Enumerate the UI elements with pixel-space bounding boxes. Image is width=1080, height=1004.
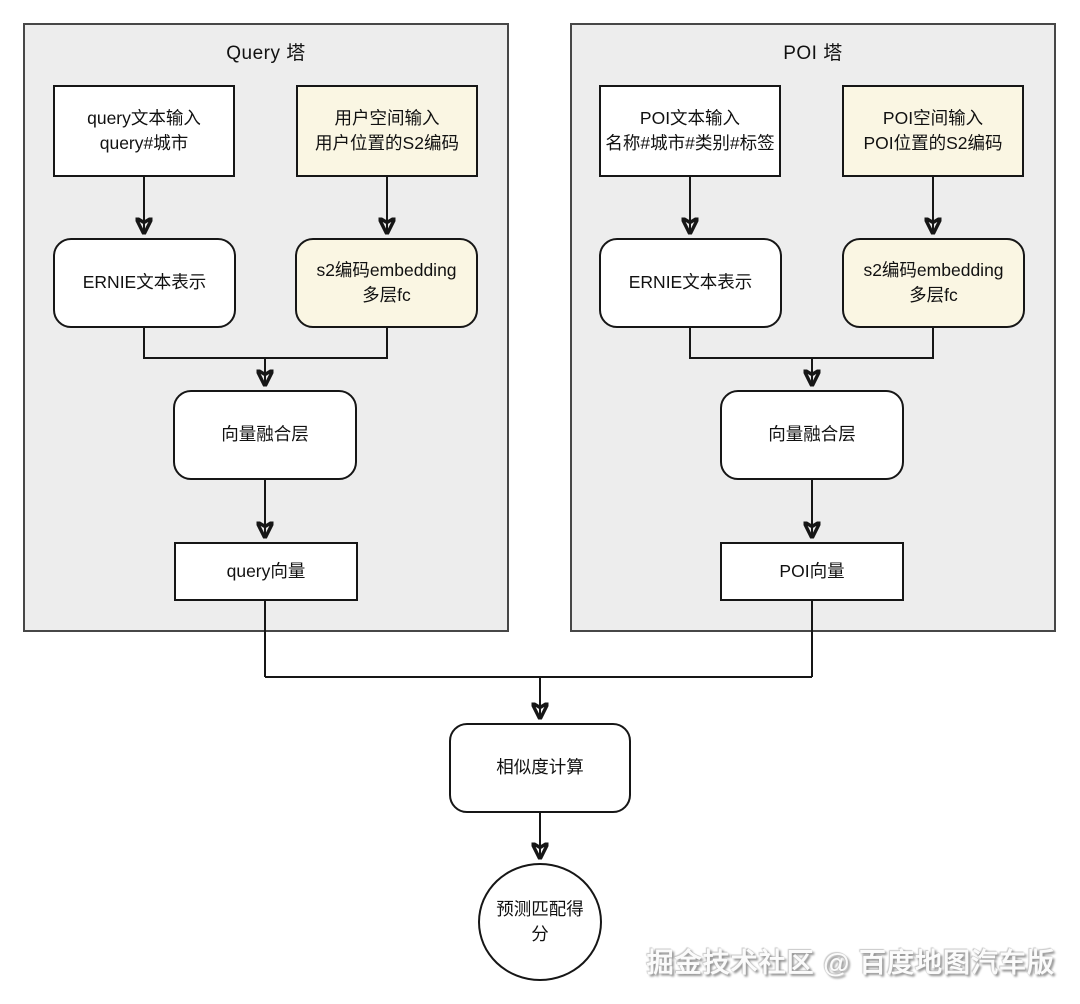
poi-ernie-encoder-node: ERNIE文本表示 <box>599 238 782 328</box>
query-tower-title: Query 塔 <box>226 43 306 64</box>
poi-s2-embedding-node: s2编码embedding 多层fc <box>842 238 1025 328</box>
watermark-text: 掘金技术社区 @ 百度地图汽车版 <box>646 948 1055 978</box>
poi-spatial-input-node: POI空间输入 POI位置的S2编码 <box>842 85 1024 177</box>
query-text-input-node: query文本输入 query#城市 <box>53 85 235 177</box>
query-s2-embedding-node: s2编码embedding 多层fc <box>295 238 478 328</box>
query-vector-fusion-node: 向量融合层 <box>173 390 357 480</box>
poi-text-input-node: POI文本输入 名称#城市#类别#标签 <box>599 85 781 177</box>
poi-vector-output-node: POI向量 <box>720 542 904 601</box>
poi-tower-title: POI 塔 <box>783 43 843 64</box>
query-vector-output-node: query向量 <box>174 542 358 601</box>
poi-vector-fusion-node: 向量融合层 <box>720 390 904 480</box>
query-ernie-encoder-node: ERNIE文本表示 <box>53 238 236 328</box>
user-spatial-input-node: 用户空间输入 用户位置的S2编码 <box>296 85 478 177</box>
connector-query-encoders-merge <box>143 328 388 359</box>
similarity-computation-node: 相似度计算 <box>449 723 631 813</box>
predicted-match-score-node: 预测匹配得分 <box>478 863 602 981</box>
connector-poi-encoders-merge <box>689 328 934 359</box>
